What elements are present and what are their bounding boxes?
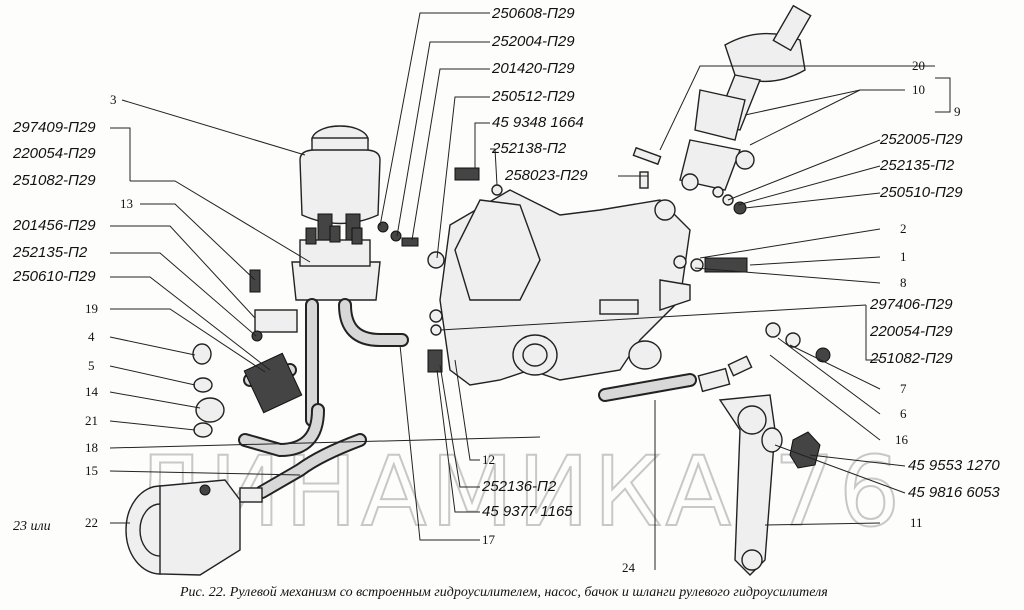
callout-251082-right: 251082-П29: [869, 350, 953, 367]
callout-220054-right: 220054-П29: [869, 323, 953, 340]
callout-15: 15: [85, 463, 98, 478]
callout-250610: 250610-П29: [12, 268, 96, 285]
callout-45-9816-6053: 45 9816 6053: [908, 484, 1000, 501]
callout-297406: 297406-П29: [869, 296, 953, 313]
callout-220054-left: 220054-П29: [12, 145, 96, 162]
callout-5: 5: [88, 358, 95, 373]
callout-18: 18: [85, 440, 98, 455]
leader-lines: [109, 12, 951, 570]
callout-17: 17: [482, 532, 496, 547]
pump-assembly: [125, 479, 263, 576]
callout-20: 20: [912, 58, 925, 73]
cardan-shaft: [679, 4, 812, 191]
callout-252135-left: 252135-П2: [12, 244, 88, 261]
callout-45-9377-1165: 45 9377 1165: [482, 503, 573, 520]
callout-11: 11: [910, 515, 923, 530]
callout-250512: 250512-П29: [491, 88, 575, 105]
small-fasteners: [192, 146, 831, 438]
callout-3: 3: [110, 92, 117, 107]
callout-22: 22: [85, 515, 98, 530]
callout-252005: 252005-П29: [879, 131, 963, 148]
pitman-arm: [718, 394, 821, 576]
callout-297409: 297409-П29: [12, 119, 96, 136]
callout-250510: 250510-П29: [879, 184, 963, 201]
callout-16: 16: [895, 432, 909, 447]
labels-left: 3 297409-П29 220054-П29 251082-П29 13 20…: [12, 92, 133, 534]
callout-252136: 252136-П2: [481, 478, 557, 495]
steering-gear-housing: [439, 189, 691, 386]
callout-6: 6: [900, 406, 907, 421]
callout-1: 1: [900, 249, 907, 264]
callout-9: 9: [954, 104, 961, 119]
reservoir-bracket: [291, 225, 381, 301]
callout-4: 4: [88, 329, 95, 344]
reservoir-tank: [299, 125, 381, 243]
callout-252138: 252138-П2: [491, 140, 567, 157]
callout-251082-left: 251082-П29: [12, 172, 96, 189]
callout-23-or: 23 или: [13, 519, 51, 534]
callout-201420: 201420-П29: [491, 60, 575, 77]
callout-24: 24: [622, 560, 636, 575]
callout-7: 7: [900, 381, 907, 396]
callout-45-9553-1270: 45 9553 1270: [908, 457, 1000, 474]
callout-12: 12: [482, 452, 495, 467]
callout-19: 19: [85, 301, 98, 316]
callout-14: 14: [85, 384, 99, 399]
labels-right: 20 10 9 252005-П29 252135-П2 250510-П29 …: [869, 58, 1000, 530]
callout-21: 21: [85, 413, 98, 428]
callout-2: 2: [900, 221, 907, 236]
callout-201456: 201456-П29: [12, 217, 96, 234]
callout-252004: 252004-П29: [491, 33, 575, 50]
callout-10: 10: [912, 82, 925, 97]
callout-252135-right: 252135-П2: [879, 157, 955, 174]
callout-8: 8: [900, 275, 907, 290]
callout-13: 13: [120, 196, 133, 211]
figure-caption: Рис. 22. Рулевой механизм со встроенным …: [179, 585, 828, 600]
labels-bottom: 12 252136-П2 45 9377 1165 17 24: [481, 452, 636, 575]
callout-250608: 250608-П29: [491, 5, 575, 22]
callout-258023: 258023-П29: [504, 167, 588, 184]
callout-45-9348-1664: 45 9348 1664: [492, 114, 584, 131]
labels-top: 250608-П29 252004-П29 201420-П29 250512-…: [491, 5, 588, 184]
